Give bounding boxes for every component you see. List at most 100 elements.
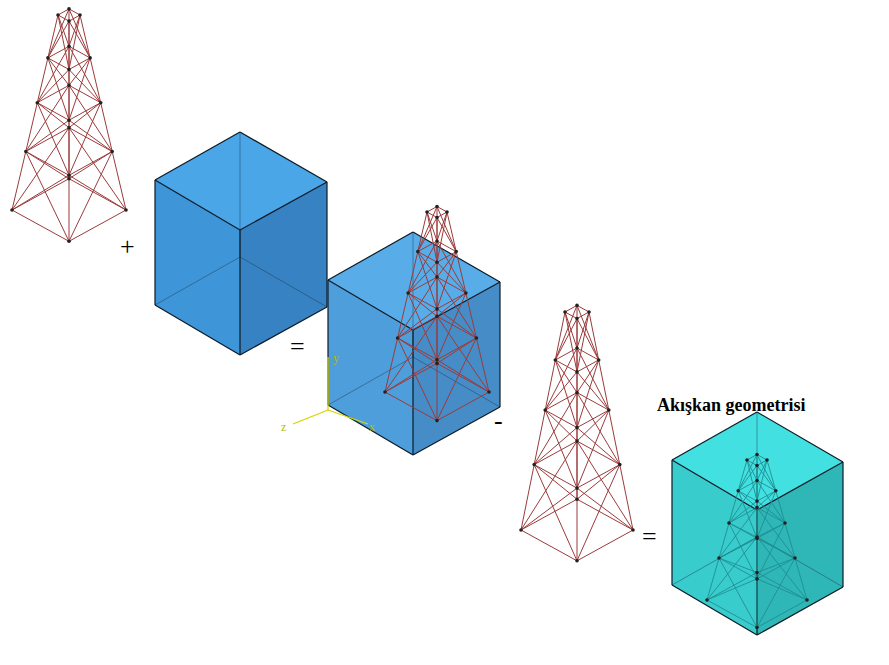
hidden-edge [328, 357, 413, 405]
tower-member [545, 410, 577, 441]
tower-node [755, 499, 759, 503]
tower-node [755, 577, 759, 581]
tower-node [727, 521, 731, 525]
tower-node [717, 556, 721, 560]
tower-node [736, 489, 740, 493]
tower-node [597, 358, 601, 362]
tower-member [69, 15, 80, 46]
tower-member [577, 465, 620, 500]
tower-node [56, 13, 60, 17]
tower-member [534, 393, 577, 465]
tower-node [435, 216, 439, 220]
tower-member [534, 465, 577, 500]
axis-line [327, 357, 328, 410]
tower-member [437, 338, 476, 421]
tower-member [69, 152, 112, 176]
tower-member [408, 252, 418, 293]
axis-label: z [281, 421, 286, 433]
lattice-tower [383, 205, 491, 423]
operator-sign: = [290, 334, 305, 360]
tower-member [37, 58, 48, 103]
tower-member [26, 152, 69, 176]
tower-member [48, 58, 69, 70]
tower-node [67, 118, 71, 122]
tower-member [545, 360, 555, 410]
tower-member [69, 15, 80, 21]
tower-member [26, 152, 69, 242]
tower-member [418, 252, 437, 309]
tower-member [437, 360, 438, 421]
lattice-tower [519, 304, 635, 563]
tower-member [385, 338, 398, 392]
result-title: Akışkan geometrisi [657, 396, 806, 414]
tower-member [437, 207, 438, 242]
tower-node [532, 463, 536, 467]
tower-member [534, 465, 577, 489]
tower-node [575, 486, 579, 490]
tower-member [69, 175, 70, 241]
tower-member [757, 466, 776, 491]
tower-node [765, 458, 769, 462]
tower-member [437, 212, 447, 241]
tower-node [543, 408, 547, 412]
tower-member [12, 210, 69, 241]
tower-member [69, 58, 90, 120]
tower-member [729, 523, 757, 538]
tower-member [398, 277, 437, 338]
tower-member [69, 128, 126, 210]
tower-member [757, 537, 807, 600]
tower-node [78, 13, 82, 17]
tower-member [37, 46, 69, 102]
tower-node [435, 358, 439, 362]
tower-member [707, 537, 757, 600]
tower-member [408, 293, 437, 360]
tower-member [26, 152, 69, 179]
tower-member [476, 338, 489, 392]
tower-member [69, 103, 101, 176]
tower-member [447, 212, 456, 252]
tower-member [69, 46, 101, 102]
tower-node [575, 559, 579, 563]
tower-member [757, 558, 795, 573]
tower-node [67, 45, 71, 49]
tower-node [99, 101, 103, 105]
cube-edge [155, 305, 240, 355]
operator-sign: - [494, 408, 503, 434]
tower-member [437, 252, 456, 278]
tower-member [577, 305, 599, 360]
tower-node [755, 537, 759, 541]
tower-member [757, 455, 758, 481]
tower-member [534, 428, 577, 465]
tower-node [575, 439, 579, 443]
tower-member [12, 152, 26, 211]
tower-member [757, 538, 795, 558]
tower-member [719, 508, 757, 558]
tower-member [555, 360, 577, 372]
tower-node [396, 336, 400, 340]
operator-sign: + [120, 234, 135, 260]
tower-node [383, 390, 387, 394]
tower-member [757, 579, 758, 628]
cube-edge [499, 282, 500, 407]
tower-member [521, 488, 577, 530]
tower-member [729, 491, 738, 523]
tower-node [607, 408, 611, 412]
tower-member [26, 85, 69, 151]
tower-node [36, 101, 40, 105]
tower-node [67, 84, 71, 88]
tower-node [416, 250, 420, 254]
tower-node [435, 362, 439, 366]
cube-edge [328, 232, 413, 280]
tower-member [729, 481, 757, 524]
hidden-edge [155, 257, 240, 305]
tower-member [437, 252, 456, 263]
tower-member [555, 312, 565, 360]
tower-node [755, 626, 759, 630]
tower-member [534, 465, 577, 561]
tower-node [755, 453, 759, 457]
tower-node [575, 346, 579, 350]
cube-edge [155, 180, 240, 230]
tower-member [385, 392, 437, 421]
fluid-domain [672, 412, 843, 635]
tower-member [738, 455, 757, 491]
